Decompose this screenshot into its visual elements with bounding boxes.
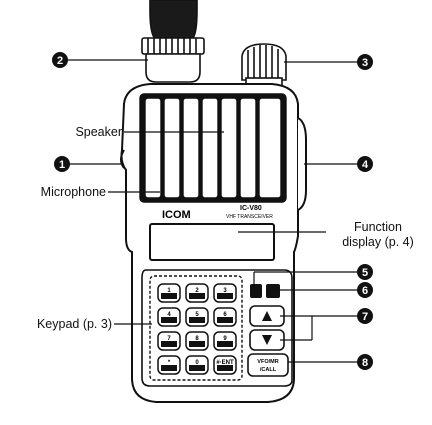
- model-subtitle: VHF TRANSCEIVER: [226, 214, 273, 220]
- svg-text:2: 2: [57, 55, 63, 67]
- speaker-grille: [139, 93, 287, 203]
- keypad-label: Keypad (p. 3): [36, 317, 112, 331]
- keypad-key-label: 8: [195, 336, 199, 342]
- keypad-key-band: [161, 341, 177, 347]
- keypad-key-band: [161, 293, 177, 299]
- brand-logo: ICOM: [162, 209, 191, 221]
- vfo-key-label-2: /CALL: [260, 367, 277, 373]
- microphone-label: Microphone: [40, 185, 106, 199]
- keypad-outline: [149, 275, 243, 381]
- svg-text:7: 7: [362, 311, 368, 323]
- keypad-key-label: 3: [223, 288, 227, 294]
- keypad-key-label: 1: [167, 288, 171, 294]
- callout-6: 6: [357, 282, 373, 298]
- callout-4: 4: [357, 156, 373, 172]
- callout-8: 8: [357, 354, 373, 370]
- keypad-key-label: 0: [195, 360, 199, 366]
- vfo-key: [247, 353, 289, 377]
- keypad-key-label: 5: [195, 312, 199, 318]
- svg-text:4: 4: [362, 159, 369, 171]
- side-key-5: [250, 284, 262, 298]
- keypad-key-band: [189, 341, 205, 347]
- callout-1: 1: [54, 156, 70, 172]
- function-display-label-2: display (p. 4): [342, 235, 414, 249]
- keypad-key-band: [217, 293, 233, 299]
- keypad-panel: 1 2 3 4 5 6 7 8 9 * 0 #·ENT VFO/MR /CALL: [141, 269, 293, 387]
- antenna: [141, 0, 205, 83]
- keypad-key-band: [189, 293, 205, 299]
- svg-text:6: 6: [362, 285, 368, 297]
- leader-lines: [66, 59, 358, 363]
- up-arrow-icon: [262, 311, 272, 321]
- keypad-key-label: 4: [167, 312, 171, 318]
- svg-text:5: 5: [362, 267, 368, 279]
- volume-knob: [241, 43, 287, 89]
- side-key-6: [266, 284, 280, 298]
- keypad-keys: 1 2 3 4 5 6 7 8 9 * 0 #·ENT: [157, 283, 237, 375]
- function-display: [149, 223, 275, 261]
- keypad-key-band: [161, 365, 177, 371]
- brand-area: ICOM IC-V80 VHF TRANSCEIVER: [162, 205, 273, 221]
- function-display-label-1: Function: [354, 220, 402, 234]
- keypad-key-band: [217, 341, 233, 347]
- keypad-key-label: *: [168, 360, 171, 366]
- keypad-key-label: 7: [167, 336, 171, 342]
- keypad-key-band: [161, 317, 177, 323]
- callout-3: 3: [357, 54, 373, 70]
- callout-7: 7: [357, 308, 373, 324]
- model-text: IC-V80: [240, 205, 262, 212]
- down-arrow-icon: [262, 335, 272, 345]
- keypad-key-label: 2: [195, 288, 199, 294]
- keypad-key-band: [217, 365, 233, 371]
- keypad-key-band: [217, 317, 233, 323]
- callout-2: 2: [52, 52, 68, 68]
- keypad-key-band: [189, 317, 205, 323]
- vfo-key-label-1: VFO/MR: [257, 359, 278, 365]
- keypad-key-label: #·ENT: [216, 360, 234, 366]
- svg-text:8: 8: [362, 357, 368, 369]
- speaker-label: Speaker: [75, 125, 122, 139]
- svg-text:1: 1: [59, 159, 65, 171]
- keypad-key-band: [189, 365, 205, 371]
- keypad-key-label: 9: [223, 336, 227, 342]
- callout-5: 5: [357, 264, 373, 280]
- svg-text:3: 3: [362, 57, 368, 69]
- keypad-key-label: 6: [223, 312, 227, 318]
